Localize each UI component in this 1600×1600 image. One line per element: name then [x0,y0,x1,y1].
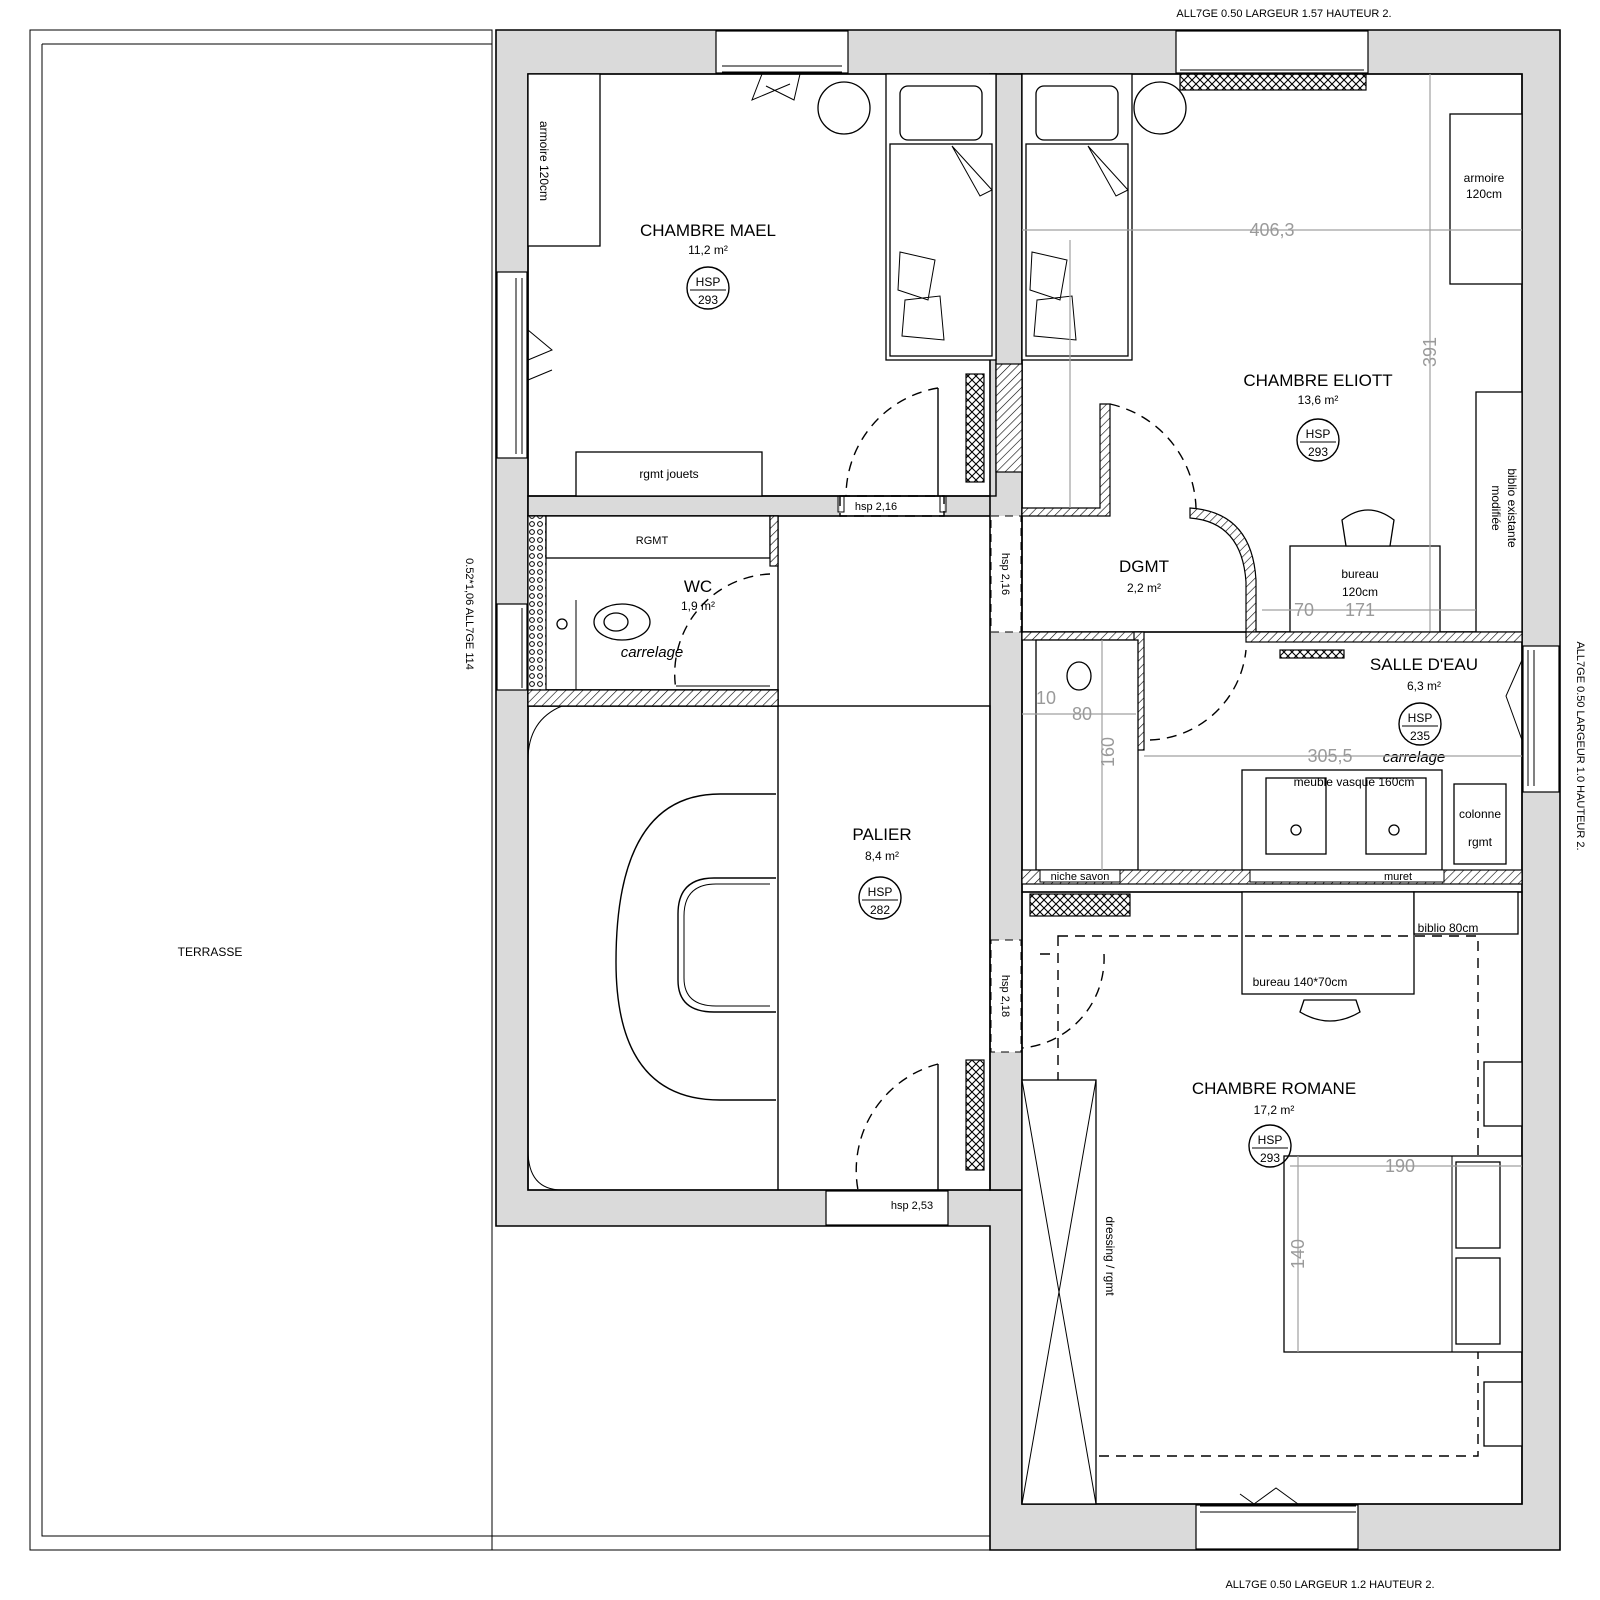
room-name: CHAMBRE MAEL [640,221,776,240]
dim-sde-width: 305,5 [1307,746,1352,766]
hsp-label: HSP [696,275,721,289]
room-chambre-romane: CHAMBRE ROMANE 17,2 m² HSP 293 [1192,1079,1356,1168]
hsp-romane-opening: hsp 2,18 [999,975,1011,1017]
carrelage-wc-label: carrelage [621,644,684,661]
hsp-value: 293 [698,293,718,307]
window-note-bottom: ALL7GE 0.50 LARGEUR 1.2 HAUTEUR 2. [1225,1579,1434,1591]
room-area: 6,3 m² [1407,679,1441,693]
window-frames [515,65,1535,1513]
hsp-value: 293 [1308,445,1328,459]
hsp-label: HSP [868,885,893,899]
dim-eliott-depth: 391 [1420,337,1440,367]
armoire-eliott-label-2: 120cm [1466,187,1502,201]
dim-eliott-width: 406,3 [1249,220,1294,240]
room-area: 8,4 m² [865,849,899,863]
colonne-label-2: rgmt [1468,835,1493,849]
rgmt-jouets-label: rgmt jouets [639,467,698,481]
room-palier: PALIER 8,4 m² HSP 282 [852,825,912,920]
hsp-value: 282 [870,903,890,917]
dim-shower-80: 80 [1072,704,1092,724]
room-salle-deau: SALLE D'EAU 6,3 m² HSP 235 [1370,655,1478,746]
colonne-label-1: colonne [1459,807,1501,821]
room-name: WC [684,577,712,596]
hsp-value: 235 [1410,729,1430,743]
room-name: DGMT [1119,557,1169,576]
terrace-label: TERRASSE [178,945,243,959]
armoire-mael-label: armoire 120cm [537,121,551,201]
room-chambre-eliott: CHAMBRE ELIOTT 13,6 m² HSP 293 [1243,371,1393,462]
window-note-right: ALL7GE 0.50 LARGEUR 1.0 HAUTEUR 2. [1574,641,1586,850]
room-dgmt: DGMT 2,2 m² [1119,557,1169,595]
dressing-label: dressing / rgmt [1103,1216,1117,1296]
carrelage-sde-label: carrelage [1383,749,1446,766]
eliott-dimensions [1022,74,1522,632]
eliott-furniture [1021,73,1523,633]
room-area: 17,2 m² [1254,1103,1295,1117]
sde-fixtures [1021,631,1523,885]
dim-bureau-70: 70 [1294,600,1314,620]
bureau-romane-label: bureau 140*70cm [1253,975,1348,989]
room-chambre-mael: CHAMBRE MAEL 11,2 m² HSP 293 [640,221,776,310]
rgmt-wc-label: RGMT [636,535,669,547]
mael-furniture [527,73,1023,497]
room-name: CHAMBRE ROMANE [1192,1079,1356,1098]
biblio-existante-label-1: biblio existante [1505,468,1519,548]
wc-fixtures [527,515,779,691]
hsp-label: HSP [1408,711,1433,725]
window-note-left: 0.52*1,06 ALL7GE 114 [463,558,475,670]
armoire-eliott-label-1: armoire [1464,171,1505,185]
hsp-label: HSP [1306,427,1331,441]
room-area: 1,9 m² [681,599,715,613]
dim-bed-140: 140 [1288,1239,1308,1269]
hsp-palier-door: hsp 2,53 [891,1200,933,1212]
window-note-top: ALL7GE 0.50 LARGEUR 1.57 HAUTEUR 2. [1176,8,1391,20]
room-area: 11,2 m² [688,243,728,257]
room-area: 2,2 m² [1127,581,1161,595]
mael-door [837,387,947,517]
dim-shower-10: 10 [1036,688,1056,708]
hsp-dgmt-opening: hsp 2,16 [999,553,1011,595]
room-area: 13,6 m² [1298,393,1339,407]
muret-label: muret [1384,871,1412,883]
meuble-vasque-label: meuble vasque 160cm [1294,775,1415,789]
romane-furniture [1021,891,1523,1505]
room-name: SALLE D'EAU [1370,655,1478,674]
wc-wall-hatch [527,689,779,707]
room-name: PALIER [852,825,911,844]
bureau-eliott-label-2: 120cm [1342,585,1378,599]
hsp-label: HSP [1258,1133,1283,1147]
bureau-eliott-label-1: bureau [1341,567,1378,581]
biblio-existante-label-2: modifiée [1489,485,1503,531]
stair [527,705,779,1191]
room-wc: WC 1,9 m² [681,577,715,613]
dim-bureau-171: 171 [1345,600,1375,620]
sde-dimensions [1022,640,1522,870]
biblio-80-label: biblio 80cm [1418,921,1479,935]
dim-bed-190: 190 [1385,1156,1415,1176]
room-name: CHAMBRE ELIOTT [1243,371,1392,390]
terrace [29,29,990,1551]
dim-shower-160: 160 [1098,737,1118,767]
palier-door [855,1059,985,1191]
hsp-value: 293 [1260,1151,1280,1165]
hsp-mael-door: hsp 2,16 [855,501,897,513]
niche-savon-label: niche savon [1051,871,1110,883]
romane-dimensions [1290,1156,1522,1352]
